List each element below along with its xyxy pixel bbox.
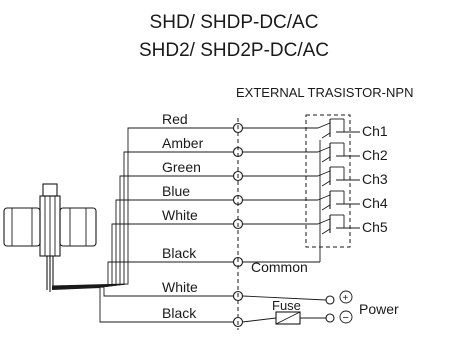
wire-label: Amber — [162, 135, 204, 151]
external-transistor-label: EXTERNAL TRASISTOR-NPN — [236, 85, 413, 100]
wire-label: White — [162, 279, 198, 295]
power-terminal-plus — [325, 295, 335, 305]
external-transistor-block — [305, 114, 351, 248]
power-label: Power — [359, 301, 399, 317]
wire-line — [51, 199, 233, 288]
wire-label: Green — [162, 159, 201, 175]
wire-line — [51, 287, 233, 323]
fuse-icon — [275, 311, 301, 325]
channel-label: Ch1 — [362, 123, 388, 139]
power-wire-fuse-in — [242, 317, 277, 323]
minus-symbol: − — [343, 312, 349, 324]
npn-transistor-icon — [317, 214, 360, 235]
npn-transistor-icon — [317, 142, 360, 163]
channel-label: Ch4 — [362, 195, 388, 211]
plus-symbol: + — [343, 293, 349, 304]
wire-line — [51, 151, 233, 287]
power-terminal-minus — [325, 313, 335, 323]
plus-icon — [339, 290, 353, 304]
wire-label: White — [162, 207, 198, 223]
common-label: Common — [251, 259, 308, 275]
wire-label: Blue — [162, 183, 190, 199]
title-line-2: SHD2/ SHD2P-DC/AC — [139, 40, 329, 61]
channel-label: Ch3 — [362, 171, 388, 187]
wire-line — [51, 175, 233, 288]
channel-label: Ch5 — [362, 219, 388, 235]
sensor-icon — [3, 183, 97, 292]
wire-label: Black — [162, 245, 197, 261]
title-line-1: SHD/ SHDP-DC/AC — [150, 12, 319, 33]
minus-icon — [339, 310, 353, 324]
npn-transistor-icon — [317, 118, 360, 139]
wire-label: Red — [162, 111, 188, 127]
power-wire-plus — [242, 295, 327, 301]
wire-line — [51, 261, 233, 289]
channel-label: Ch2 — [362, 147, 388, 163]
fuse-label: Fuse — [272, 298, 301, 313]
wire-label: Black — [162, 305, 197, 321]
wire-line — [51, 223, 233, 289]
npn-transistor-icon — [317, 166, 360, 187]
npn-transistor-icon — [317, 190, 360, 211]
